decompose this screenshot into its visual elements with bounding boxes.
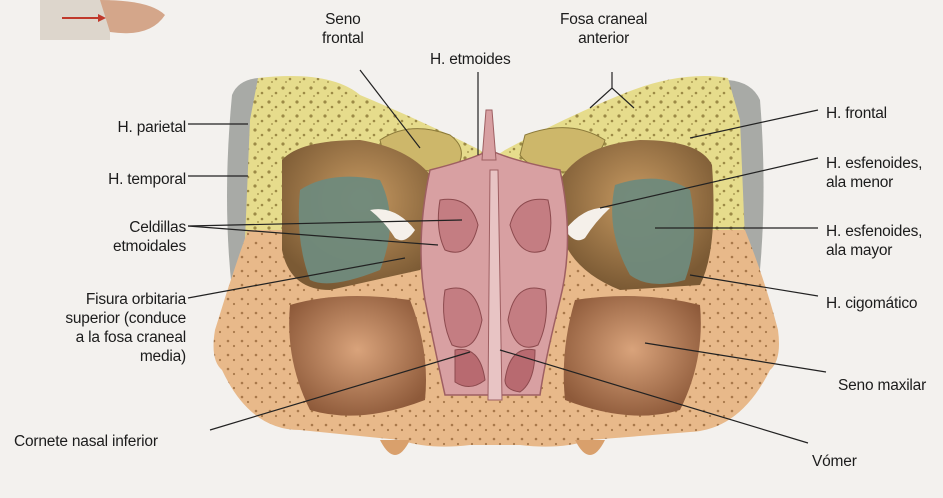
label-h-frontal: H. frontal bbox=[826, 104, 887, 123]
label-vomer: Vómer bbox=[812, 452, 857, 471]
maxillary-sinus-left bbox=[289, 296, 426, 416]
label-h-cigomatico: H. cigomático bbox=[826, 294, 917, 313]
label-seno-frontal: Seno frontal bbox=[322, 10, 364, 48]
label-h-parietal: H. parietal bbox=[84, 118, 186, 137]
label-fisura-orbitaria-superior: Fisura orbitaria superior (conduce a la … bbox=[20, 290, 186, 366]
maxillary-sinus-right bbox=[564, 296, 701, 416]
label-h-temporal: H. temporal bbox=[74, 170, 186, 189]
label-seno-maxilar: Seno maxilar bbox=[838, 376, 926, 395]
orientation-thumbnail bbox=[40, 0, 165, 40]
label-h-esfenoides-ala-mayor: H. esfenoides, ala mayor bbox=[826, 222, 922, 260]
label-celdillas-etmoidales: Celdillas etmoidales bbox=[70, 218, 186, 256]
label-h-etmoides: H. etmoides bbox=[430, 50, 511, 69]
label-fosa-craneal-anterior: Fosa craneal anterior bbox=[560, 10, 647, 48]
label-h-esfenoides-ala-menor: H. esfenoides, ala menor bbox=[826, 154, 922, 192]
label-cornete-nasal-inferior: Cornete nasal inferior bbox=[14, 432, 158, 451]
